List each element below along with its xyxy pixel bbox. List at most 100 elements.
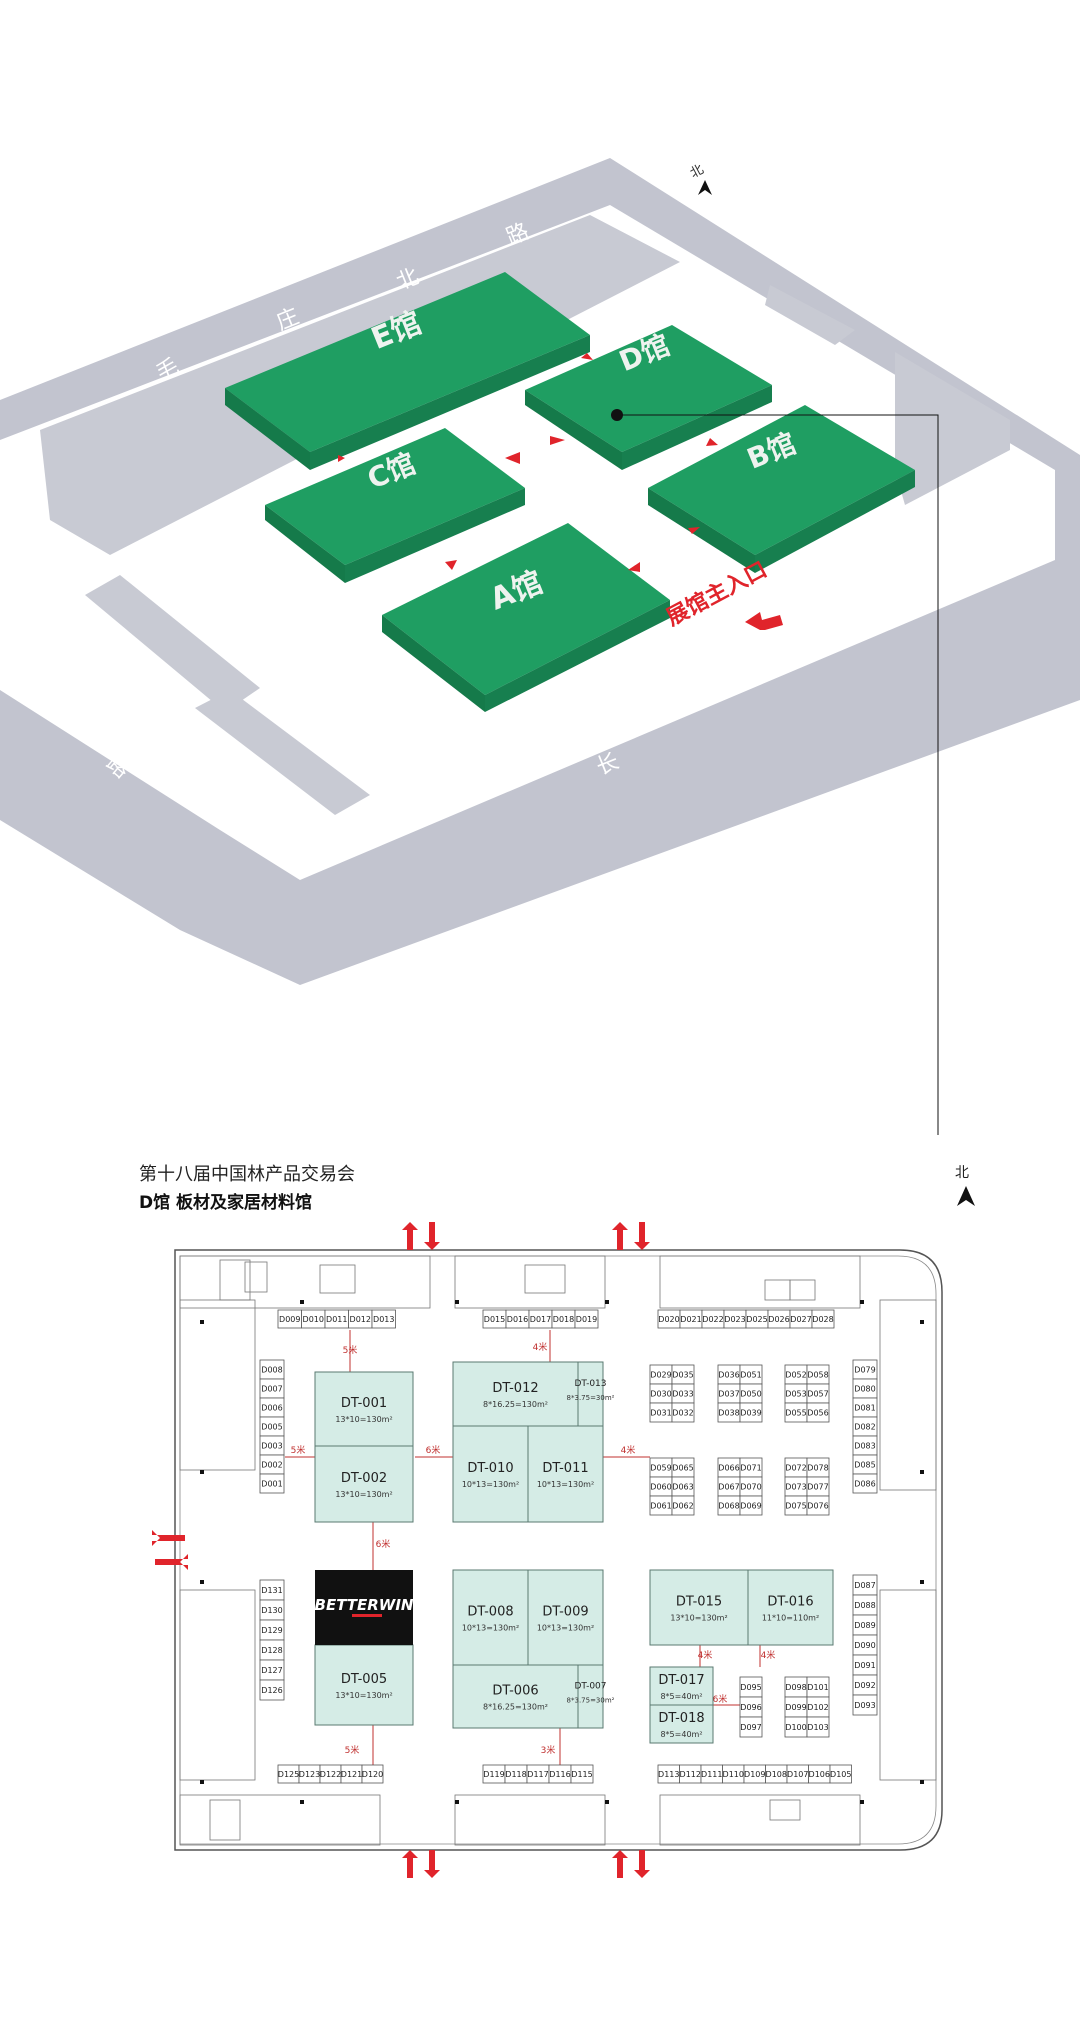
booth-d123[interactable]: D123 [298,1764,321,1784]
booth-d010[interactable]: D010 [301,1309,326,1329]
booth-d098[interactable]: D098 [784,1676,808,1698]
booth-d038[interactable]: D038 [717,1402,741,1423]
booth-d023[interactable]: D023 [723,1309,747,1329]
booth-d112[interactable]: D112 [679,1764,702,1784]
booth-d101[interactable]: D101 [806,1676,830,1698]
booth-d088[interactable]: D088 [852,1594,878,1616]
booth-d071[interactable]: D071 [739,1457,763,1478]
booth-d116[interactable]: D116 [548,1764,572,1784]
booth-d022[interactable]: D022 [701,1309,725,1329]
booth-d118[interactable]: D118 [504,1764,528,1784]
booth-d081[interactable]: D081 [852,1397,878,1418]
booth-d019[interactable]: D019 [574,1309,599,1329]
booth-d026[interactable]: D026 [767,1309,791,1329]
booth-d107[interactable]: D107 [786,1764,809,1784]
booth-d096[interactable]: D096 [739,1696,763,1718]
booth-d009[interactable]: D009 [277,1309,302,1329]
booth-d031[interactable]: D031 [649,1402,673,1423]
booth-d051[interactable]: D051 [739,1364,763,1385]
booth-d020[interactable]: D020 [657,1309,681,1329]
booth-d069[interactable]: D069 [739,1495,763,1516]
booth-d036[interactable]: D036 [717,1364,741,1385]
booth-d066[interactable]: D066 [717,1457,741,1478]
booth-d025[interactable]: D025 [745,1309,769,1329]
booth-d052[interactable]: D052 [784,1364,808,1385]
booth-d073[interactable]: D073 [784,1476,808,1497]
booth-d037[interactable]: D037 [717,1383,741,1404]
booth-d006[interactable]: D006 [259,1397,285,1418]
booth-d100[interactable]: D100 [784,1716,808,1738]
booth-d083[interactable]: D083 [852,1435,878,1456]
booth-d085[interactable]: D085 [852,1454,878,1475]
booth-d057[interactable]: D057 [806,1383,830,1404]
booth-d032[interactable]: D032 [671,1402,695,1423]
booth-d068[interactable]: D068 [717,1495,741,1516]
booth-d033[interactable]: D033 [671,1383,695,1404]
booth-d125[interactable]: D125 [277,1764,300,1784]
booth-d059[interactable]: D059 [649,1457,673,1478]
booth-d119[interactable]: D119 [482,1764,506,1784]
hall-b[interactable]: B馆 [648,405,915,573]
booth-d080[interactable]: D080 [852,1378,878,1399]
booth-d035[interactable]: D035 [671,1364,695,1385]
booth-d012[interactable]: D012 [348,1309,373,1329]
booth-d001[interactable]: D001 [259,1473,285,1494]
booth-d079[interactable]: D079 [852,1359,878,1380]
booth-d099[interactable]: D099 [784,1696,808,1718]
booth-d109[interactable]: D109 [743,1764,766,1784]
booth-d011[interactable]: D011 [324,1309,349,1329]
booth-d131[interactable]: D131 [259,1579,285,1601]
booth-d029[interactable]: D029 [649,1364,673,1385]
booth-d082[interactable]: D082 [852,1416,878,1437]
booth-d130[interactable]: D130 [259,1599,285,1621]
booth-d013[interactable]: D013 [371,1309,396,1329]
booth-d078[interactable]: D078 [806,1457,830,1478]
booth-d091[interactable]: D091 [852,1654,878,1676]
booth-d015[interactable]: D015 [482,1309,507,1329]
booth-d062[interactable]: D062 [671,1495,695,1516]
booth-d105[interactable]: D105 [829,1764,852,1784]
booth-d061[interactable]: D061 [649,1495,673,1516]
booth-d008[interactable]: D008 [259,1359,285,1380]
booth-d115[interactable]: D115 [570,1764,594,1784]
booth-d065[interactable]: D065 [671,1457,695,1478]
booth-d121[interactable]: D121 [340,1764,363,1784]
booth-d117[interactable]: D117 [526,1764,550,1784]
booth-d126[interactable]: D126 [259,1679,285,1701]
booth-d120[interactable]: D120 [361,1764,384,1784]
booth-d002[interactable]: D002 [259,1454,285,1475]
booth-d086[interactable]: D086 [852,1473,878,1494]
booth-d095[interactable]: D095 [739,1676,763,1698]
booth-d027[interactable]: D027 [789,1309,813,1329]
booth-d058[interactable]: D058 [806,1364,830,1385]
booth-d128[interactable]: D128 [259,1639,285,1661]
booth-d077[interactable]: D077 [806,1476,830,1497]
booth-d102[interactable]: D102 [806,1696,830,1718]
booth-d016[interactable]: D016 [505,1309,530,1329]
booth-d111[interactable]: D111 [700,1764,723,1784]
booth-d106[interactable]: D106 [808,1764,831,1784]
booth-d005[interactable]: D005 [259,1416,285,1437]
booth-d122[interactable]: D122 [319,1764,342,1784]
booth-d067[interactable]: D067 [717,1476,741,1497]
booth-d003[interactable]: D003 [259,1435,285,1456]
booth-d018[interactable]: D018 [551,1309,576,1329]
booth-d092[interactable]: D092 [852,1674,878,1696]
booth-d113[interactable]: D113 [657,1764,680,1784]
booth-d127[interactable]: D127 [259,1659,285,1681]
booth-d072[interactable]: D072 [784,1457,808,1478]
booth-d030[interactable]: D030 [649,1383,673,1404]
